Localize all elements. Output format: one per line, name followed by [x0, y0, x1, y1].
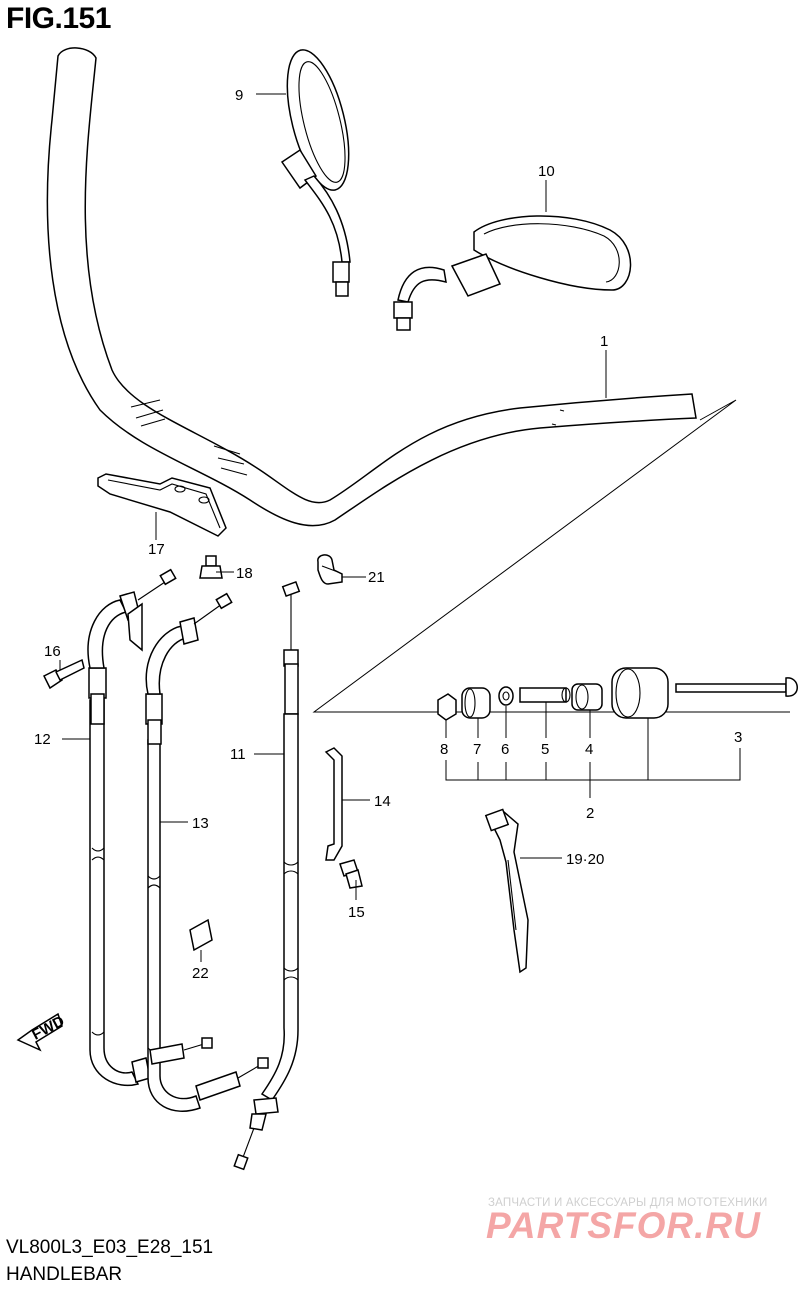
bolt-18[interactable] — [199, 555, 223, 579]
callout-15: 15 — [348, 904, 365, 921]
figure-title: FIG.151 — [6, 2, 111, 35]
callout-17: 17 — [148, 541, 165, 558]
fwd-label: FWD — [29, 1013, 67, 1044]
callout-8: 8 — [440, 741, 448, 758]
callout-14: 14 — [374, 793, 391, 810]
callout-11: 11 — [230, 746, 246, 763]
callout-9: 9 — [235, 87, 243, 104]
callout-16: 16 — [44, 643, 61, 660]
callout-5: 5 — [541, 741, 549, 758]
clamp-21[interactable] — [317, 554, 343, 585]
mirror-right[interactable] — [393, 215, 632, 331]
forward-direction-arrow: FWD — [16, 1013, 67, 1052]
callout-18: 18 — [236, 565, 253, 582]
bracket[interactable] — [97, 473, 227, 537]
callout-3: 3 — [734, 729, 742, 746]
callout-labels: 9 10 1 17 18 21 16 12 13 11 14 15 22 19·… — [34, 87, 742, 982]
diagram-name: HANDLEBAR — [6, 1264, 123, 1285]
label-22[interactable] — [189, 918, 213, 952]
stay-14[interactable] — [324, 747, 343, 861]
callout-2: 2 — [586, 805, 594, 822]
callout-21: 21 — [368, 569, 385, 586]
callout-12: 12 — [34, 731, 51, 748]
balancer-assembly[interactable] — [437, 667, 798, 721]
bolt-15[interactable] — [339, 859, 363, 889]
callout-22: 22 — [192, 965, 209, 982]
callout-1: 1 — [600, 333, 608, 350]
handlebar[interactable] — [46, 47, 697, 527]
callout-19-20: 19·20 — [566, 851, 604, 868]
callout-6: 6 — [501, 741, 509, 758]
diagram-code: VL800L3_E03_E28_151 — [6, 1237, 214, 1258]
leader-lines — [59, 93, 741, 962]
clutch-cable-11[interactable] — [195, 580, 301, 1171]
mirror-left[interactable] — [275, 44, 360, 297]
callout-7: 7 — [473, 741, 481, 758]
callout-4: 4 — [585, 741, 593, 758]
callout-10: 10 — [538, 163, 555, 180]
throttle-cable-13[interactable] — [145, 592, 233, 1112]
watermark-logo: PARTSFOR.RU — [486, 1205, 761, 1246]
callout-13: 13 — [192, 815, 209, 832]
watermark-tagline: ЗАПЧАСТИ И АКСЕССУАРЫ ДЛЯ МОТОТЕХНИКИ — [488, 1197, 768, 1209]
cable-tie[interactable] — [484, 808, 529, 974]
bolt-16[interactable] — [42, 658, 85, 690]
